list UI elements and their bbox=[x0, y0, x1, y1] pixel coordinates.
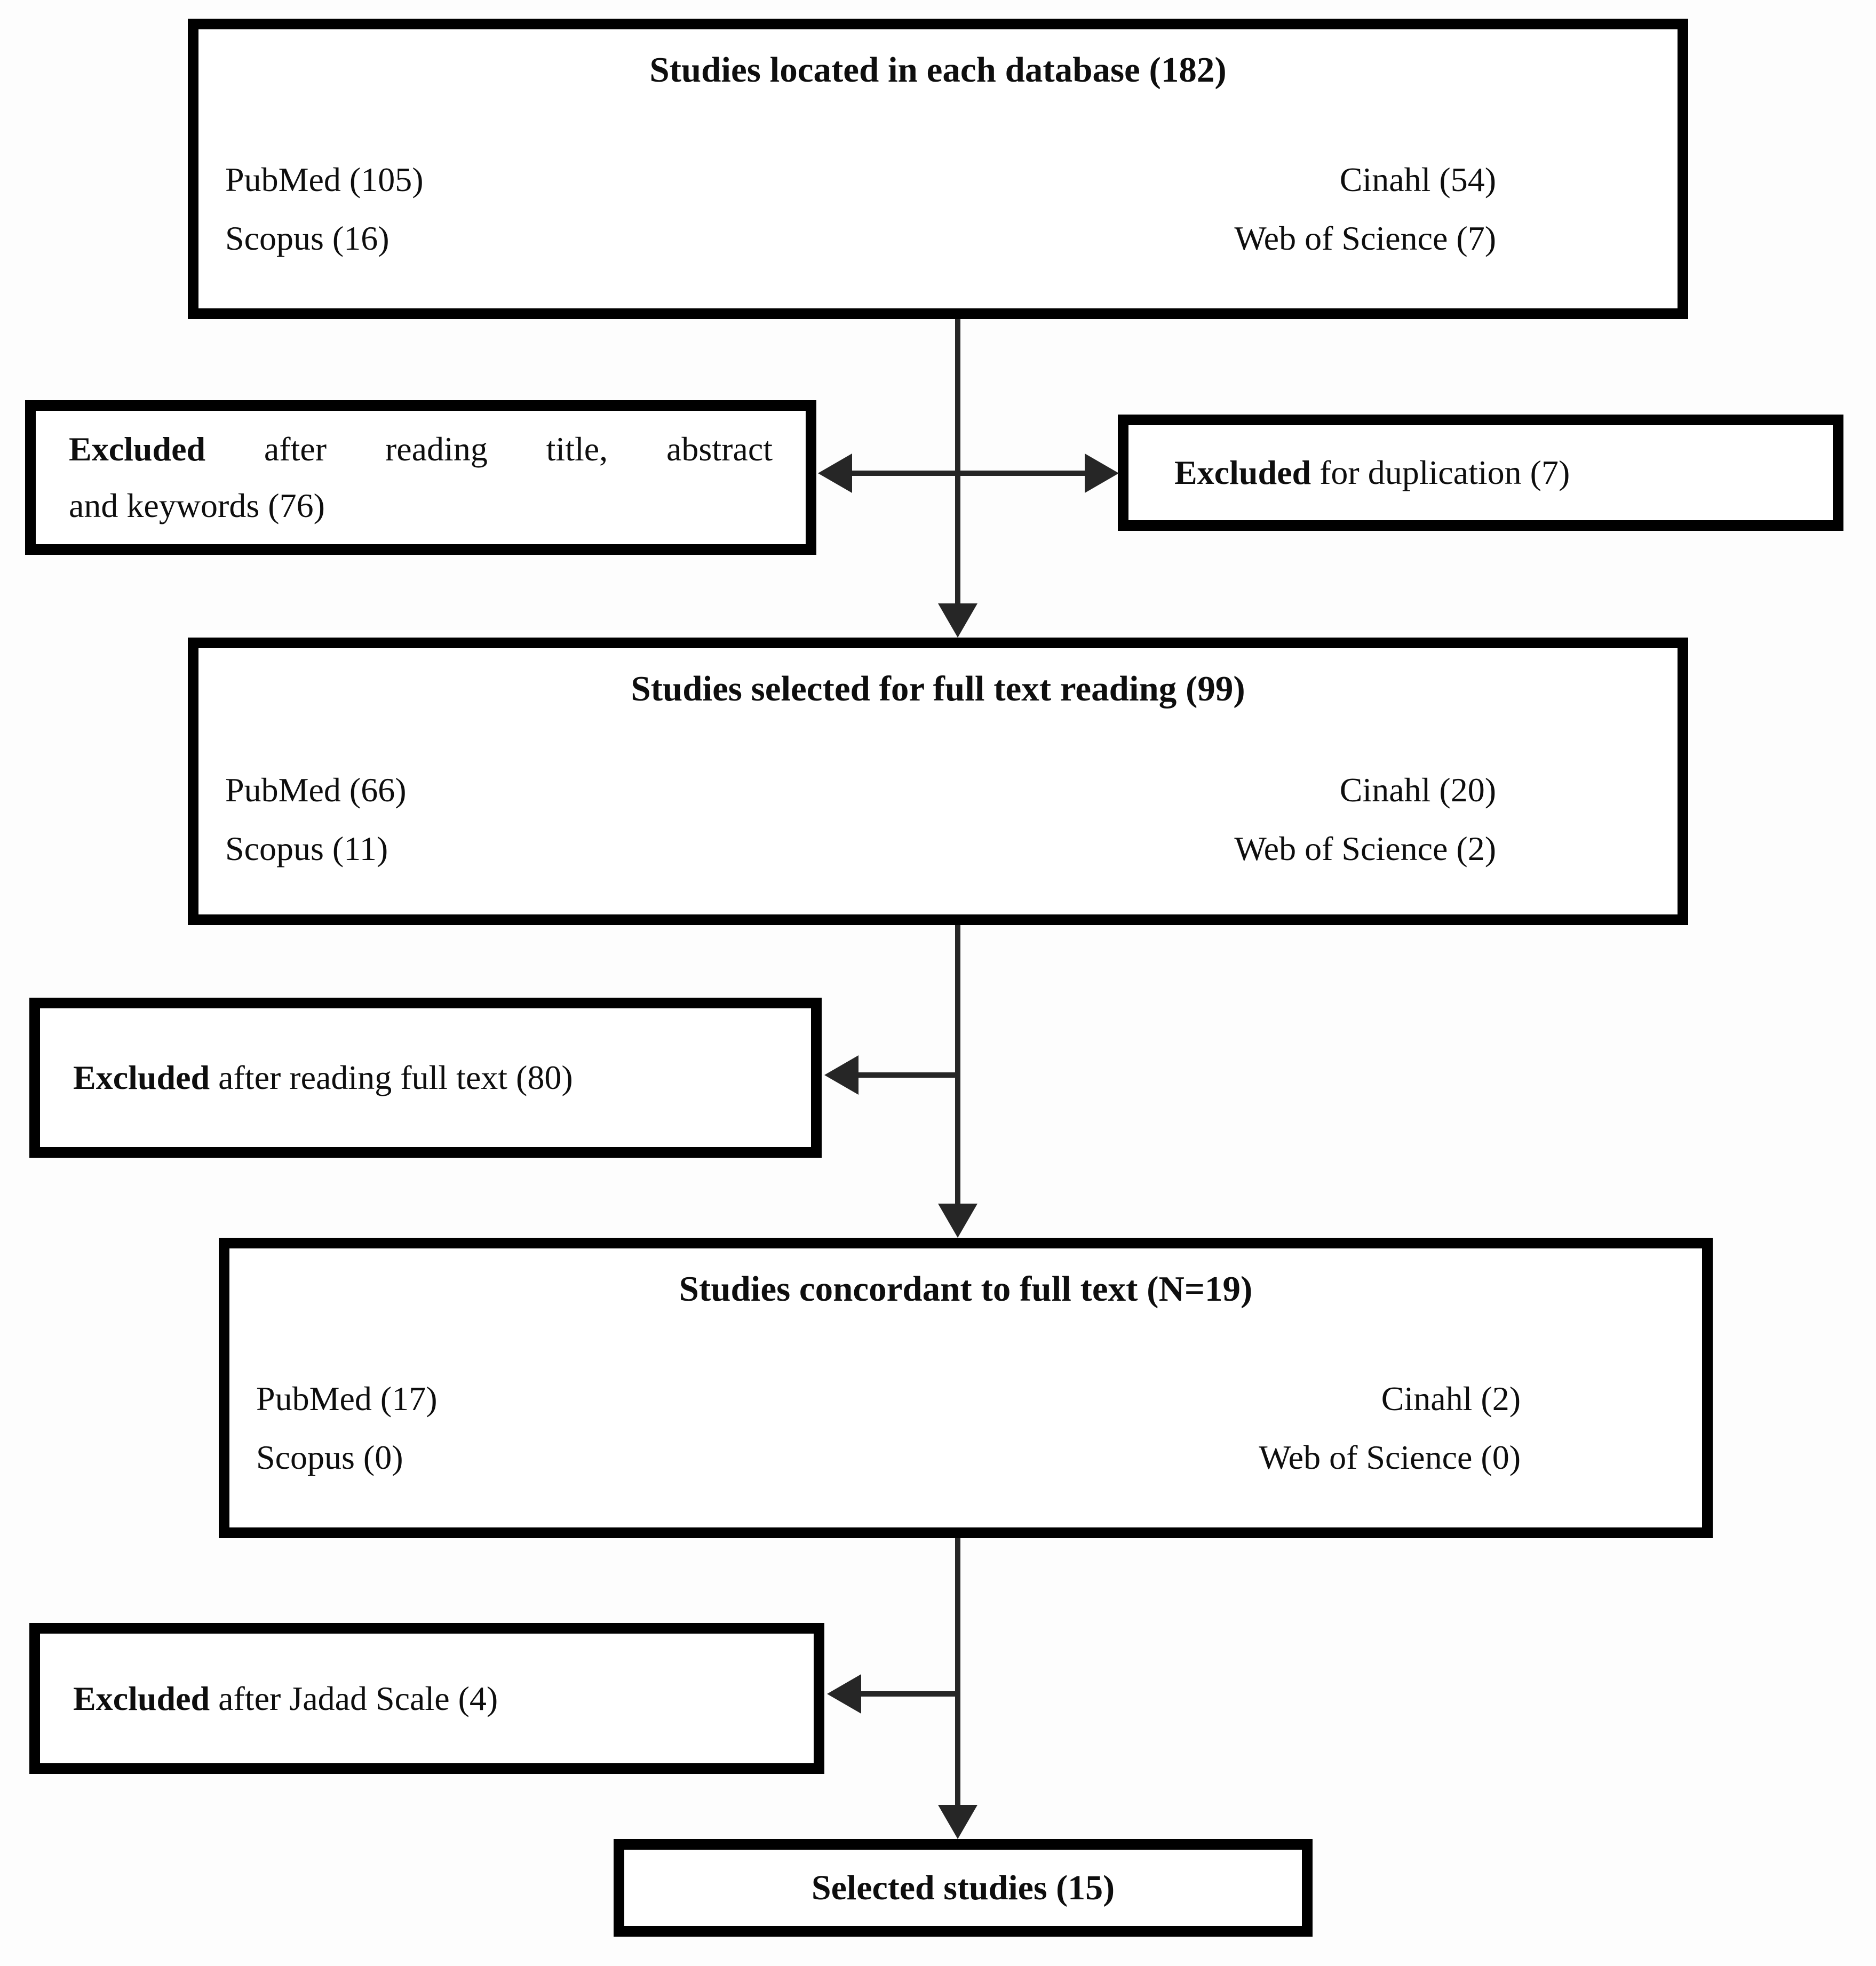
arrowhead-down-to-full-text bbox=[938, 603, 977, 638]
box-studies-located-rows: PubMed (105) Scopus (16) Cinahl (54) Web… bbox=[198, 150, 1678, 268]
database-count: Web of Science (2) bbox=[1234, 830, 1496, 867]
box-selected-studies: Selected studies (15) bbox=[614, 1839, 1313, 1937]
connector-vertical-1 bbox=[955, 319, 960, 604]
arrowhead-left-to-excluded-full-text bbox=[824, 1055, 858, 1095]
excluded-title-abstract-line1: Excluded after reading title, abstract bbox=[69, 421, 773, 477]
excluded-bold-label: Excluded bbox=[73, 1679, 210, 1717]
excluded-bold-label: Excluded bbox=[69, 430, 206, 468]
box-full-text-reading-title: Studies selected for full text reading (… bbox=[631, 669, 1245, 709]
arrowhead-down-to-concordant bbox=[938, 1204, 977, 1238]
connector-horizontal-2 bbox=[858, 1072, 960, 1078]
box-concordant-title: Studies concordant to full text (N=19) bbox=[679, 1269, 1253, 1309]
database-count: Web of Science (0) bbox=[1259, 1438, 1521, 1476]
database-count: PubMed (66) bbox=[225, 771, 407, 809]
excluded-full-text-line: Excluded after reading full text (80) bbox=[73, 1049, 778, 1106]
database-count: Cinahl (2) bbox=[1381, 1380, 1521, 1418]
connector-vertical-3 bbox=[955, 1538, 960, 1806]
box-selected-studies-title: Selected studies (15) bbox=[811, 1868, 1115, 1907]
excluded-title-abstract-text: after reading title, abstract bbox=[205, 430, 773, 468]
database-column-right: Cinahl (2) Web of Science (0) bbox=[1259, 1370, 1521, 1487]
excluded-duplication-text: for duplication (7) bbox=[1311, 453, 1570, 491]
excluded-bold-label: Excluded bbox=[73, 1058, 210, 1096]
database-count: Scopus (11) bbox=[225, 830, 388, 867]
connector-horizontal-1 bbox=[851, 471, 1088, 476]
arrowhead-right-to-excluded-duplication bbox=[1085, 453, 1119, 493]
connector-vertical-2 bbox=[955, 925, 960, 1205]
box-excluded-jadad: Excluded after Jadad Scale (4) bbox=[29, 1623, 824, 1774]
database-count: PubMed (17) bbox=[256, 1380, 438, 1418]
database-column-left: PubMed (66) Scopus (11) bbox=[225, 761, 407, 878]
database-count: Scopus (0) bbox=[256, 1438, 403, 1476]
database-column-left: PubMed (17) Scopus (0) bbox=[256, 1370, 438, 1487]
excluded-duplication-line: Excluded for duplication (7) bbox=[1174, 444, 1800, 501]
box-full-text-reading-rows: PubMed (66) Scopus (11) Cinahl (20) Web … bbox=[198, 761, 1678, 878]
connector-horizontal-3 bbox=[861, 1691, 960, 1697]
database-column-right: Cinahl (54) Web of Science (7) bbox=[1234, 150, 1496, 268]
database-count: Cinahl (54) bbox=[1339, 161, 1496, 198]
database-count: Scopus (16) bbox=[225, 219, 389, 257]
box-full-text-reading: Studies selected for full text reading (… bbox=[188, 638, 1688, 925]
box-studies-located-title: Studies located in each database (182) bbox=[649, 50, 1227, 90]
excluded-jadad-line: Excluded after Jadad Scale (4) bbox=[73, 1670, 781, 1727]
database-column-left: PubMed (105) Scopus (16) bbox=[225, 150, 424, 268]
database-count: PubMed (105) bbox=[225, 161, 424, 198]
excluded-bold-label: Excluded bbox=[1174, 453, 1311, 491]
box-concordant-rows: PubMed (17) Scopus (0) Cinahl (2) Web of… bbox=[229, 1370, 1702, 1487]
arrowhead-left-to-excluded-title-abstract bbox=[818, 453, 852, 493]
arrowhead-down-to-selected bbox=[938, 1805, 977, 1839]
database-count: Web of Science (7) bbox=[1234, 219, 1496, 257]
excluded-title-abstract-line2: and keywords (76) bbox=[69, 487, 325, 524]
box-studies-located: Studies located in each database (182) P… bbox=[188, 19, 1688, 319]
excluded-full-text-text: after reading full text (80) bbox=[210, 1058, 573, 1096]
arrowhead-left-to-excluded-jadad bbox=[827, 1674, 861, 1714]
box-excluded-title-abstract: Excluded after reading title, abstract a… bbox=[25, 400, 816, 555]
database-column-right: Cinahl (20) Web of Science (2) bbox=[1234, 761, 1496, 878]
box-excluded-full-text: Excluded after reading full text (80) bbox=[29, 998, 822, 1158]
excluded-jadad-text: after Jadad Scale (4) bbox=[210, 1679, 498, 1717]
database-count: Cinahl (20) bbox=[1339, 771, 1496, 809]
box-concordant: Studies concordant to full text (N=19) P… bbox=[219, 1238, 1713, 1538]
box-excluded-duplication: Excluded for duplication (7) bbox=[1118, 415, 1843, 531]
